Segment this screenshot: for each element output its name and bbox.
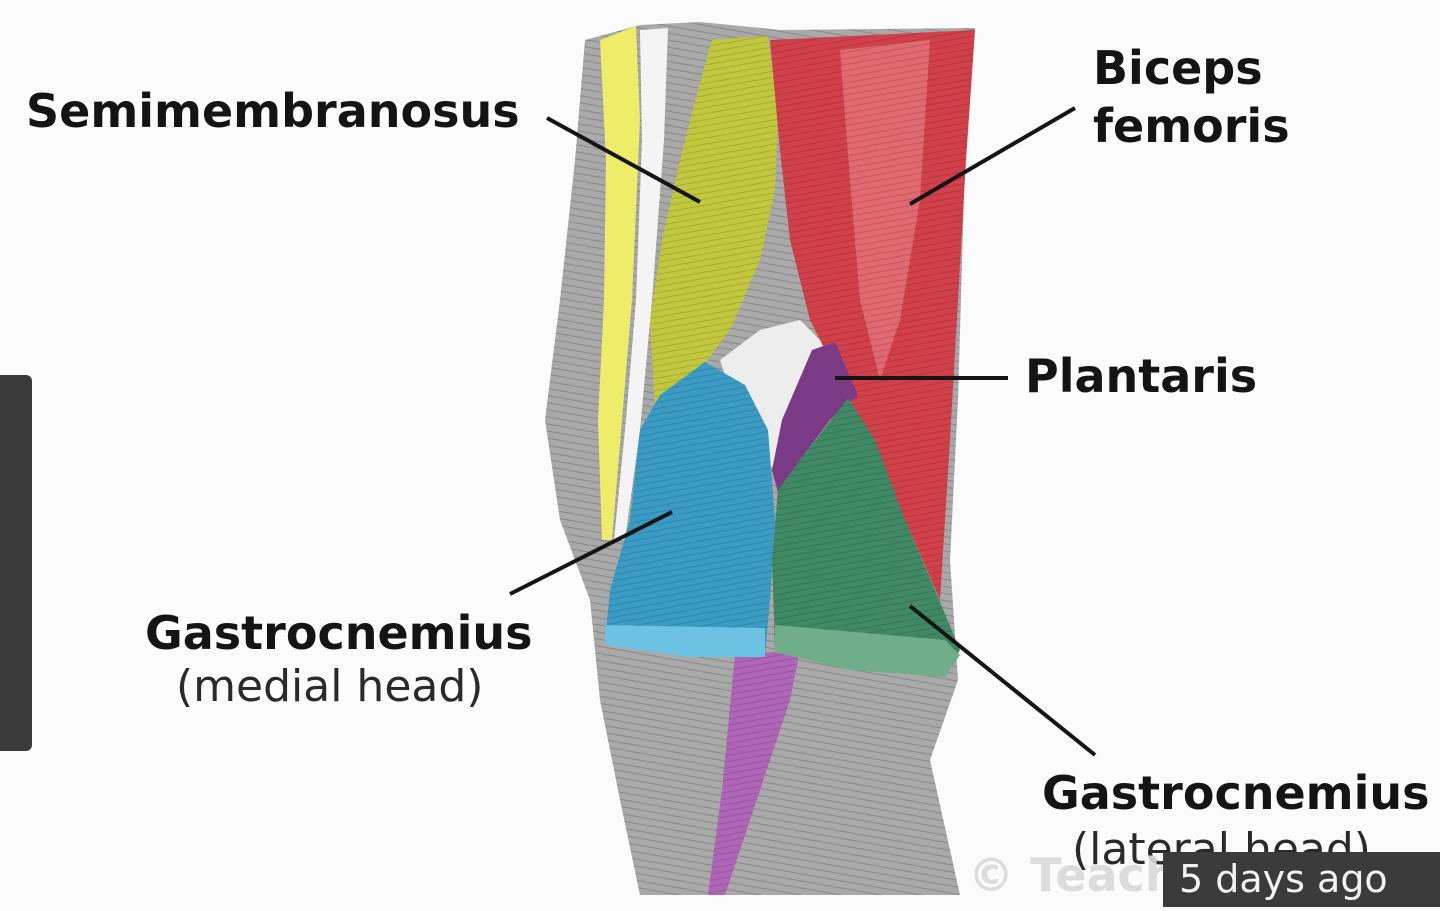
label-gastrocnemius-medial: Gastrocnemius	[145, 606, 533, 660]
label-gastrocnemius-lateral: Gastrocnemius	[1042, 766, 1430, 820]
gastrocnemius-medial-cut-edge	[605, 625, 765, 657]
semimembranosus-shading	[650, 36, 778, 410]
plantaris-muscle	[772, 342, 858, 500]
white-tendon	[614, 28, 668, 540]
side-panel-handle[interactable]	[0, 375, 32, 751]
leader-gastrocnemius-medial	[509, 510, 673, 596]
leader-gastrocnemius-lateral	[908, 604, 1097, 757]
gastrocnemius-lateral-cut-edge	[775, 625, 960, 677]
label-plantaris: Plantaris	[1025, 349, 1258, 403]
label-biceps-femoris-line1: Biceps	[1093, 41, 1263, 95]
plantaris-tendon-shading	[708, 650, 800, 895]
gastrocnemius-medial-shading	[605, 362, 775, 655]
timestamp-badge: 5 days ago	[1163, 852, 1440, 907]
label-semimembranosus: Semimembranosus	[26, 84, 520, 138]
label-biceps-femoris-line2: femoris	[1093, 99, 1290, 153]
gastrocnemius-lateral-shading	[772, 398, 960, 675]
biceps-femoris-shading	[770, 30, 975, 600]
yellow-tendon	[598, 26, 640, 540]
leader-semimembranosus	[546, 116, 701, 204]
copyright-watermark: © Teach	[968, 848, 1178, 902]
label-gastrocnemius-medial-head: (medial head)	[176, 661, 484, 712]
leader-biceps-femoris	[908, 106, 1077, 206]
